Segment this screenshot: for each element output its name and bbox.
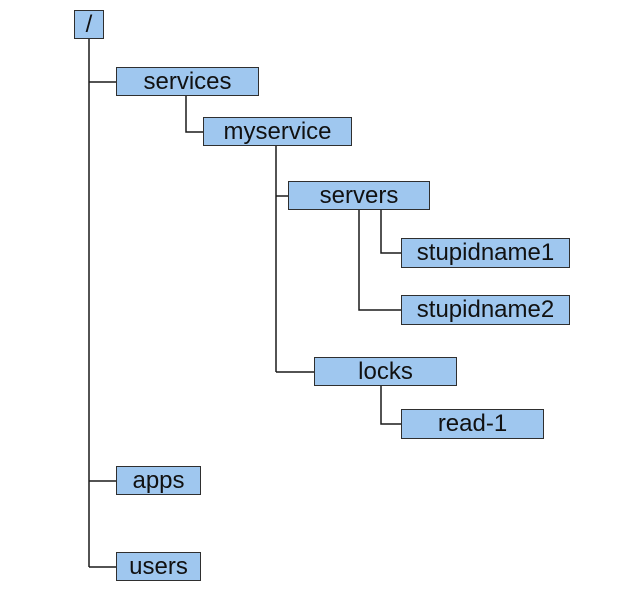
- node-apps[interactable]: apps: [116, 466, 201, 495]
- node-myservice-label: myservice: [223, 117, 332, 145]
- node-services-label: services: [143, 67, 232, 95]
- connector-servers-stupidname1: [380, 210, 401, 254]
- node-apps-label: apps: [132, 466, 185, 494]
- connector-services-myservice: [185, 96, 203, 133]
- node-stupidname2-label: stupidname2: [416, 296, 555, 323]
- node-locks[interactable]: locks: [314, 357, 457, 386]
- node-locks-label: locks: [358, 357, 413, 385]
- node-root-label: /: [85, 10, 93, 38]
- node-read-1[interactable]: read-1: [401, 409, 544, 439]
- node-servers-label: servers: [319, 181, 399, 209]
- connector-servers-stupidname2: [358, 210, 401, 311]
- node-read-1-label: read-1: [437, 410, 508, 437]
- node-users[interactable]: users: [116, 552, 201, 581]
- node-myservice[interactable]: myservice: [203, 117, 352, 146]
- node-stupidname1[interactable]: stupidname1: [401, 238, 570, 268]
- connector-locks-read1: [380, 386, 401, 425]
- node-root[interactable]: /: [74, 10, 104, 39]
- node-servers[interactable]: servers: [288, 181, 430, 210]
- node-services[interactable]: services: [116, 67, 259, 96]
- node-stupidname2[interactable]: stupidname2: [401, 295, 570, 325]
- node-users-label: users: [129, 552, 188, 580]
- node-stupidname1-label: stupidname1: [416, 239, 555, 266]
